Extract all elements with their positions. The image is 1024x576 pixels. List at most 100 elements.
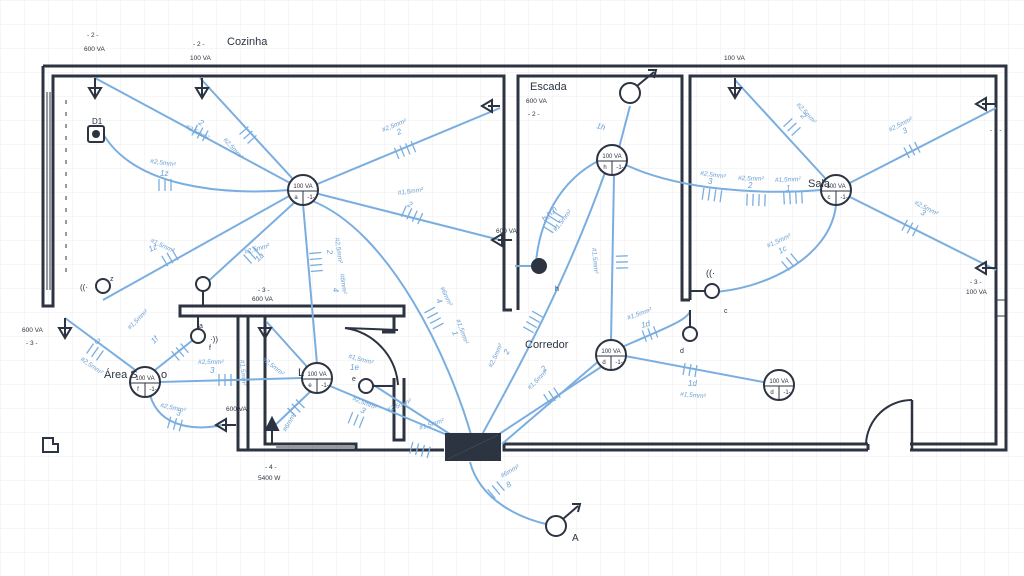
wire-number: 2	[325, 248, 334, 255]
outlet-arrow-icon	[264, 415, 280, 444]
switch-icon	[195, 276, 211, 292]
wire-number: 1d	[640, 319, 651, 330]
wifi-icon: ·))	[210, 335, 218, 344]
outlet-arrow-icon	[194, 78, 210, 100]
load-label: 100 VA	[966, 289, 988, 296]
shower-load-label: 5400 W	[258, 475, 281, 482]
wifi-icon: ((·	[80, 283, 88, 292]
room-label-escada: Escada	[530, 81, 568, 93]
lamp-point-label: d	[770, 390, 773, 396]
stair-marker-icon	[42, 437, 59, 453]
load-label: 600 VA	[252, 296, 274, 303]
point-label-d: d	[680, 348, 684, 355]
wire-gauge: #2,5mm²	[333, 237, 344, 264]
lamp-node-lav	[301, 362, 333, 394]
walls	[41, 64, 1008, 452]
point-label-A: A	[572, 533, 579, 544]
point-label-D1: D1	[92, 117, 103, 126]
wire-number: 2	[501, 348, 512, 357]
lamp-circuit-label: -1-	[840, 195, 847, 201]
circuit-label: - 4 -	[265, 464, 277, 471]
motor-symbols	[545, 69, 658, 537]
circuit-label: - 2 -	[87, 32, 99, 39]
bell-push-icon	[531, 258, 547, 274]
lamp-load-label: 100 VA	[602, 154, 621, 160]
lamp-load-label: 100 VA	[135, 376, 154, 382]
switch-icon	[190, 328, 206, 344]
wire-number: 3	[901, 125, 910, 135]
wire-number: 4	[434, 297, 444, 305]
wire-gauge: #2,5mm²	[198, 359, 224, 366]
wire-number: 1e	[350, 363, 359, 372]
point-label-a: a	[199, 323, 203, 330]
power-outlet-symbols	[57, 78, 996, 444]
wire-number: 2	[405, 199, 414, 210]
outlet-arrow-icon	[87, 78, 103, 100]
lamp-point-label: c	[828, 195, 831, 201]
wire-number: 2	[798, 110, 809, 121]
wire-number: 3	[359, 406, 367, 416]
wire-number: 2	[747, 181, 753, 190]
wire-gauge: #1,5mm²	[397, 186, 424, 197]
load-label: 600 VA	[526, 98, 548, 105]
lamp-node-cozinha	[287, 174, 319, 206]
point-label-c: c	[724, 308, 728, 315]
lamp-node-corredor	[595, 339, 627, 371]
wire-number: 1f	[149, 334, 161, 346]
wire-number: 8	[505, 479, 514, 489]
motor-icon	[619, 82, 641, 104]
wire-number: 1c	[777, 244, 789, 256]
wire-gauge: #1,5mm²	[680, 391, 707, 400]
circuit-label: - 2 -	[528, 111, 540, 118]
conductor-ticks	[86, 118, 921, 499]
outlet-arrow-icon	[214, 417, 236, 433]
lamp-node-area	[129, 366, 161, 398]
switch-icon	[704, 283, 720, 299]
load-label: 100 VA	[190, 55, 212, 62]
wire-number: 1	[450, 330, 460, 337]
point-label-z: z	[110, 276, 114, 283]
outlet-arrow-icon	[57, 318, 73, 340]
wire-gauge: #2,5mm²	[700, 170, 727, 181]
lamp-point-label: d	[602, 360, 605, 366]
lamp-point-label: h	[603, 165, 606, 171]
outlet-arrow-icon	[257, 318, 273, 340]
lamp-circuit-label: -1-	[615, 360, 622, 366]
wire-number: 3	[93, 336, 102, 346]
lamp-load-label: 100 VA	[601, 349, 620, 355]
circuit-label: - 3 -	[26, 340, 38, 347]
lamp-point-label: e	[308, 383, 312, 389]
point-label-f: f	[209, 345, 211, 352]
electrical-panel	[445, 433, 501, 461]
lamp-load-label: 100 VA	[769, 379, 788, 385]
motor-icon	[545, 515, 567, 537]
load-label: 100 VA	[724, 55, 746, 62]
point-label-e: e	[352, 376, 356, 383]
room-label-corredor: Corredor	[525, 339, 569, 351]
wire-number: 1z	[160, 169, 168, 178]
switch-icon	[95, 278, 111, 294]
room-label-lav: L	[298, 367, 304, 379]
wire-gauge: #2,5mm²	[150, 158, 177, 169]
wire-gauge: #1,5mm²	[590, 248, 599, 275]
wire-number: 4	[331, 287, 340, 293]
room-label-cozinha: Cozinha	[227, 36, 268, 48]
wire-number: 3	[210, 366, 215, 375]
room-label-area: Área S	[104, 368, 138, 381]
wire-number: 3	[176, 408, 183, 418]
lamp-circuit-label: -1-	[321, 383, 328, 389]
lamp-circuit-label: -1-	[307, 195, 314, 201]
wire-gauge: #1,5mm²	[775, 176, 802, 184]
lamp-node-sala-2	[763, 369, 795, 401]
outlet-arrow-icon	[480, 98, 500, 114]
load-label: 600 VA	[496, 228, 518, 235]
switch-icon	[358, 378, 374, 394]
lamp-load-label: 100 VA	[307, 372, 326, 378]
lamp-point-label: a	[294, 195, 298, 201]
circuit-label: - 1 -	[990, 127, 1002, 134]
wire-gauge: #1,5mm²	[238, 360, 247, 387]
outlet-arrow-icon	[727, 78, 743, 100]
wire-number: 1	[786, 184, 790, 193]
